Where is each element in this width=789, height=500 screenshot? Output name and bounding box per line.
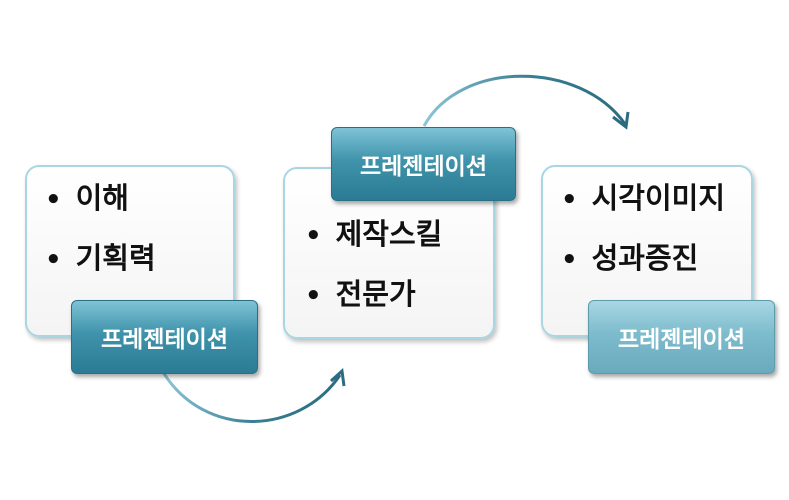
step-2-list: 제작스킬 전문가 [305, 205, 443, 325]
step-1-item-1: 이해 [45, 169, 156, 229]
step-1-item-2: 기획력 [45, 229, 156, 289]
step-2-item-2: 전문가 [305, 265, 442, 325]
arrow-head-2 [612, 111, 630, 130]
step-3-item-2: 성과증진 [561, 229, 725, 289]
step-1-list: 이해 기획력 [45, 169, 156, 289]
step-2-tag: 프레젠테이션 [331, 127, 516, 201]
step-2-item-1: 제작스킬 [305, 205, 443, 265]
arrow-head-1 [329, 367, 346, 387]
step-1-tag: 프레젠테이션 [71, 300, 258, 374]
step-3-list: 시각이미지 성과증진 [561, 169, 725, 289]
arrow-step1-to-step2 [161, 371, 342, 423]
arrow-step2-to-step3 [422, 74, 627, 127]
step-1-card: 이해 기획력 [25, 165, 235, 337]
step-3-tag: 프레젠테이션 [588, 300, 775, 374]
step-3-item-1: 시각이미지 [561, 169, 725, 229]
